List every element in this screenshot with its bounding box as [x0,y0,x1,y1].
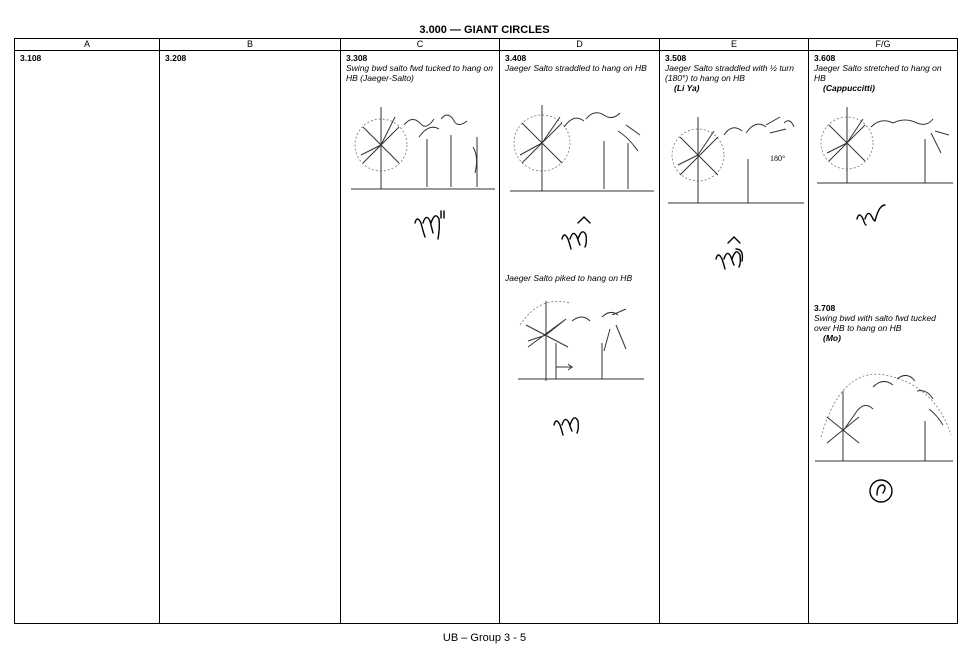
element-code-3708: 3.708 [814,303,836,313]
column-header-e: E [660,39,808,51]
element-drawing-3608 [817,107,953,184]
column-b: B 3.208 [160,39,341,623]
element-d-piked: Jaeger Salto piked to hang on HB [500,273,659,283]
element-description-d-piked: Jaeger Salto piked to hang on HB [505,273,633,283]
element-drawing-3408 [510,105,654,192]
column-header-b: B [160,39,340,51]
element-code-3208: 3.208 [165,53,187,63]
column-header-c: C [341,39,499,51]
element-symbol-3708 [869,479,893,503]
element-code-3508: 3.508 [665,53,687,63]
element-name-li-ya: (Li Ya) [674,83,700,93]
column-header-d: D [500,39,659,51]
element-drawing-3308 [351,107,495,190]
element-code-3408: 3.408 [505,53,527,63]
element-code-3308: 3.308 [346,53,368,63]
element-drawing-3708 [815,373,953,462]
turn-label: 180° [770,154,785,163]
page-footer: UB – Group 3 - 5 [442,632,527,644]
element-description-3708: Swing bwd with salto fwd tucked over HB … [814,313,936,333]
element-name-cappuccitti: (Cappuccitti) [823,83,875,93]
element-symbol-3408 [561,216,591,250]
column-a: A 3.108 [15,39,160,623]
element-drawing-d-piked [518,300,644,381]
column-c: C 3.308 Swing bwd salto fwd tucked to ha… [341,39,500,623]
element-symbol-3508 [715,236,744,270]
elements-table: A 3.108 B 3.208 C 3.308 Swing bwd salto … [14,38,958,624]
element-code-3608: 3.608 [814,53,836,63]
element-symbol-d-piked [553,417,580,436]
element-symbol-3308 [414,210,445,240]
column-fg: F/G 3.608 Jaeger Salto stretched to hang… [809,39,957,623]
column-e: E 3.508 Jaeger Salto straddled with ½ tu… [660,39,809,623]
element-description-3308: Swing bwd salto fwd tucked to hang on HB… [346,63,493,83]
column-header-fg: F/G [809,39,957,51]
column-d: D 3.408 Jaeger Salto straddled to hang o… [500,39,660,623]
element-name-mo: (Mo) [823,333,841,343]
element-3708: 3.708 Swing bwd with salto fwd tucked ov… [809,301,957,343]
element-description-3408: Jaeger Salto straddled to hang on HB [505,63,647,73]
element-description-3608: Jaeger Salto stretched to hang on HB [814,63,942,83]
element-symbol-3608 [856,204,886,226]
element-description-3508: Jaeger Salto straddled with ½ turn (180°… [665,63,794,83]
element-code-3108: 3.108 [20,53,42,63]
element-drawing-3508: 180° [668,116,804,204]
column-header-a: A [15,39,159,51]
page-title: 3.000 — GIANT CIRCLES [419,24,550,36]
